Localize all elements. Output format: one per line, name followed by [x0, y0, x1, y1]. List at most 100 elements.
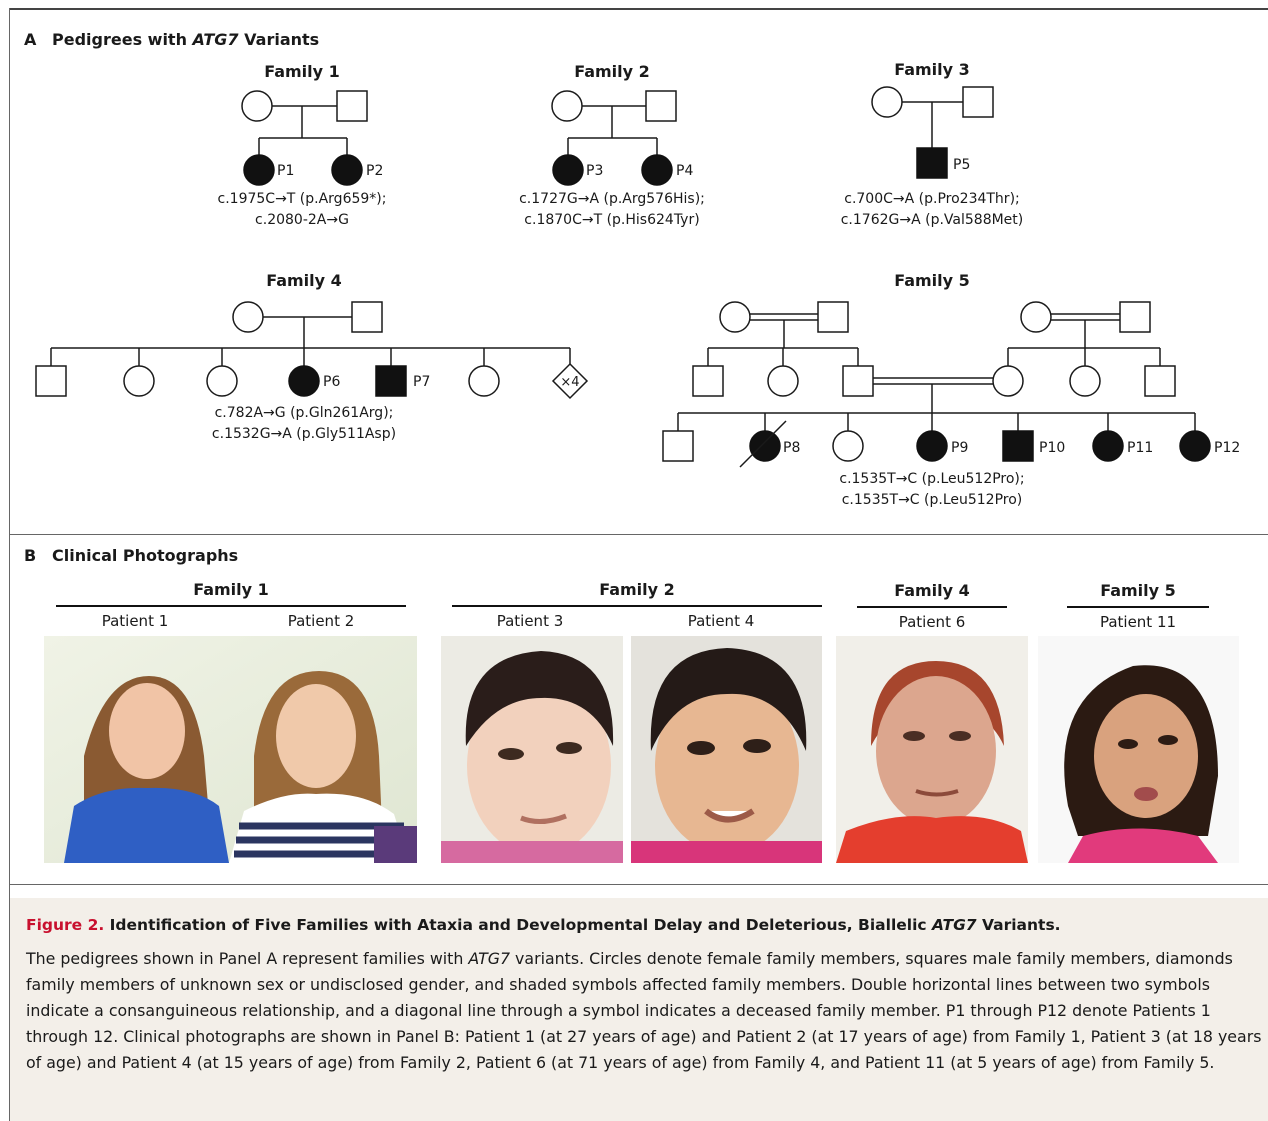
deceased-slash: [739, 420, 787, 468]
patient-p2-affected-female: [331, 154, 363, 186]
caption-body-post: variants. Circles denote female family m…: [26, 949, 1262, 1072]
patient-p9-label: P9: [951, 440, 968, 456]
patient-p3-label: P3: [586, 163, 603, 179]
panel-a-title-pre: Pedigrees with: [52, 30, 193, 49]
patient-11-label: Patient 11: [1099, 613, 1177, 631]
family-2-variant-2: c.1870C→T (p.His624Tyr): [524, 212, 699, 228]
panel-a-title-post: Variants: [238, 30, 320, 49]
family-1-mother: [241, 90, 273, 122]
figure-caption: Figure 2. Identification of Five Familie…: [10, 898, 1268, 1121]
family-1-variant-1: c.1975C→T (p.Arg659*);: [218, 191, 387, 207]
patient-2-label: Patient 2: [287, 612, 355, 630]
patient-p5-label: P5: [953, 157, 970, 173]
patient-p6-affected-female: [288, 365, 320, 397]
patient-p4-label: P4: [676, 163, 693, 179]
group-rule: [857, 606, 1007, 608]
photo-patient-6: [836, 636, 1028, 863]
group-rule: [452, 605, 822, 607]
panel-divider: [10, 534, 1268, 535]
patient-p10-affected-male: [1002, 430, 1034, 462]
panel-a-title-gene: ATG7: [192, 30, 239, 49]
family-4-pedigree: Family 4 ×4 P6 P7 c.782A→G (p.Gln261Arg)…: [35, 271, 589, 442]
group-rule: [1067, 606, 1209, 608]
caption-title: Figure 2. Identification of Five Familie…: [26, 916, 1261, 934]
family-4-daughter: [468, 365, 500, 397]
family-1-variant-2: c.2080-2A→G: [255, 212, 349, 228]
panel-a-title: Pedigrees with ATG7 Variants: [52, 30, 319, 49]
family-3-pedigree: Family 3 P5 c.700C→A (p.Pro234Thr); c.17…: [841, 60, 1024, 228]
patient-p10-label: P10: [1039, 440, 1065, 456]
patient-p12-label: P12: [1214, 440, 1240, 456]
photo-group-family-1-title: Family 1: [193, 580, 269, 599]
patient-p7-label: P7: [413, 374, 430, 390]
panel-b-letter: B: [24, 546, 37, 565]
family-1-title: Family 1: [264, 62, 340, 81]
photo-patient-4: [631, 636, 822, 863]
patient-4-label: Patient 4: [687, 612, 755, 630]
family-2-mother: [551, 90, 583, 122]
diamond-count-label: ×4: [560, 375, 579, 390]
photo-group-family-4-title: Family 4: [894, 581, 970, 600]
caption-title-post: Variants.: [976, 916, 1061, 934]
patient-p8-label: P8: [783, 440, 800, 456]
patient-p3-affected-female: [552, 154, 584, 186]
family-4-variant-1: c.782A→G (p.Gln261Arg);: [215, 405, 394, 421]
caption-body-pre: The pedigrees shown in Panel A represent…: [26, 949, 469, 968]
family-5-variant-2: c.1535T→C (p.Leu512Pro): [842, 492, 1023, 508]
family-4-daughter: [206, 365, 238, 397]
family-3-variant-1: c.700C→A (p.Pro234Thr);: [844, 191, 1020, 207]
caption-title-pre: Identification of Five Families with Ata…: [104, 916, 932, 934]
family-5-father: [842, 365, 874, 397]
patient-p7-affected-male: [375, 365, 407, 397]
family-3-mother: [871, 86, 903, 118]
patient-p12-affected-female: [1179, 430, 1211, 462]
patient-p5-affected-male: [916, 147, 948, 179]
family-5-title: Family 5: [894, 271, 970, 290]
patient-p11-affected-female: [1092, 430, 1124, 462]
panel-a-letter: A: [24, 30, 37, 49]
photo-group-family-5-title: Family 5: [1100, 581, 1176, 600]
patient-p1-label: P1: [277, 163, 294, 179]
photo-patient-3: [441, 636, 623, 863]
photo-group-family-2-title: Family 2: [599, 580, 675, 599]
family-5-left-grandfather: [817, 301, 849, 333]
family-4-variant-2: c.1532G→A (p.Gly511Asp): [212, 426, 396, 442]
photo-patient-11: [1038, 636, 1239, 863]
family-1-father: [336, 90, 368, 122]
caption-title-gene: ATG7: [932, 916, 977, 934]
patient-3-label: Patient 3: [496, 612, 564, 630]
family-5-sibling-male: [662, 430, 694, 462]
photo-patients-1-2: [44, 636, 417, 863]
family-4-mother: [232, 301, 264, 333]
family-4-father: [351, 301, 383, 333]
family-4-son: [35, 365, 67, 397]
pedigree-panel: Family 1 P1 P2 c.1975C→T (p.Arg659*); c.…: [35, 60, 1240, 508]
family-5-variant-1: c.1535T→C (p.Leu512Pro);: [839, 471, 1024, 487]
family-4-daughter: [123, 365, 155, 397]
family-5-aunt: [767, 365, 799, 397]
patient-p4-affected-female: [641, 154, 673, 186]
family-5-right-grandfather: [1119, 301, 1151, 333]
family-5-uncle: [1144, 365, 1176, 397]
caption-body: The pedigrees shown in Panel A represent…: [26, 946, 1266, 1076]
patient-p2-label: P2: [366, 163, 383, 179]
patient-6-label: Patient 6: [898, 613, 966, 631]
family-3-father: [962, 86, 994, 118]
left-rule: [9, 8, 10, 1121]
family-5-uncle: [692, 365, 724, 397]
caption-body-gene: ATG7: [468, 949, 511, 968]
family-4-unknown-sex-diamond: [551, 362, 589, 400]
patient-p8-affected-female-deceased: [749, 430, 781, 462]
family-2-pedigree: Family 2 P3 P4 c.1727G→A (p.Arg576His); …: [519, 62, 705, 228]
family-2-father: [645, 90, 677, 122]
family-2-variant-1: c.1727G→A (p.Arg576His);: [519, 191, 705, 207]
family-3-title: Family 3: [894, 60, 970, 79]
family-4-title: Family 4: [266, 271, 342, 290]
patient-p6-label: P6: [323, 374, 340, 390]
family-5-sibling-female: [832, 430, 864, 462]
patient-p1-affected-female: [243, 154, 275, 186]
family-5-right-grandmother: [1020, 301, 1052, 333]
family-5-aunt: [1069, 365, 1101, 397]
family-5-mother: [992, 365, 1024, 397]
